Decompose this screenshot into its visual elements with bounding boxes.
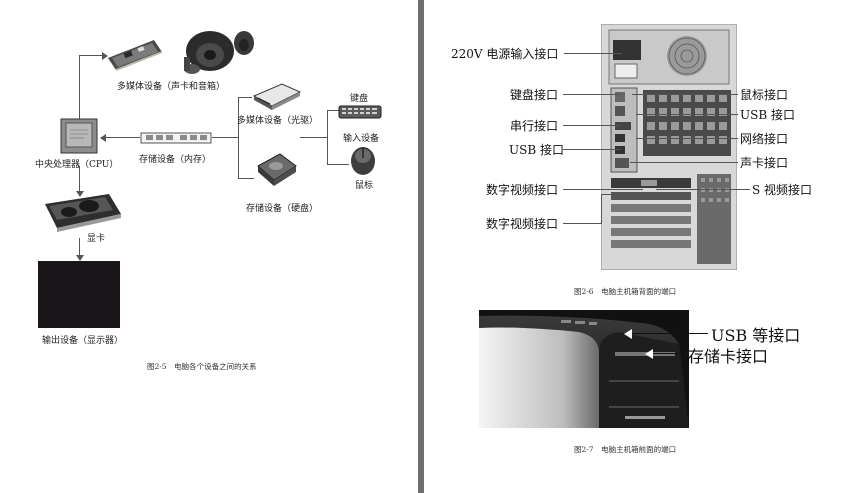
leader-digital-video-1 bbox=[563, 189, 643, 190]
arrow-head-right bbox=[102, 52, 108, 60]
label-storage-ram: 存储设备（内存） bbox=[139, 155, 212, 165]
leader-s-video bbox=[656, 189, 750, 190]
label-gpu: 显卡 bbox=[87, 234, 106, 244]
label-sound-port: 声卡接口 bbox=[740, 156, 789, 170]
leader-usb-left bbox=[563, 149, 621, 150]
connector-input-vertical bbox=[327, 110, 328, 164]
leader-network bbox=[636, 138, 738, 139]
arrow-head-left bbox=[100, 134, 106, 142]
leader-card-reader bbox=[652, 353, 686, 354]
label-usb-right: USB 接口 bbox=[740, 108, 795, 122]
connector-bracket-top bbox=[238, 97, 252, 98]
label-power-input: 220V 电源输入接口 bbox=[451, 47, 559, 61]
connector-cpu-to-gpu bbox=[79, 166, 80, 194]
label-usb-etc: USB 等接口 bbox=[711, 326, 801, 345]
speakers-image bbox=[184, 31, 254, 74]
label-digital-video-2: 数字视频接口 bbox=[486, 217, 559, 231]
label-keyboard: 键盘 bbox=[350, 94, 369, 104]
figure-caption-2-5: 图2-5 电脑各个设备之间的关系 bbox=[147, 362, 257, 371]
right-page: 220V 电源输入接口 键盘接口 串行接口 USB 接口 数字视频接口 数字视频… bbox=[424, 0, 842, 493]
leader-digital-video-2 bbox=[563, 223, 601, 224]
leader-sound bbox=[630, 162, 738, 163]
label-mouse-port: 鼠标接口 bbox=[740, 88, 789, 102]
connector-bracket-bottom bbox=[238, 178, 254, 179]
label-cpu: 中央处理器（CPU） bbox=[35, 160, 119, 170]
label-serial-port: 串行接口 bbox=[510, 119, 559, 133]
label-output-device: 输出设备（显示器） bbox=[42, 336, 124, 346]
pc-back-photo bbox=[601, 24, 737, 270]
connector-gpu-to-monitor bbox=[79, 238, 80, 258]
label-input-device: 输入设备 bbox=[343, 134, 380, 144]
left-page: 多媒体设备（声卡和音箱） 多媒体设备（光驱） 键盘 输入设备 鼠标 存储设备（内… bbox=[0, 0, 418, 493]
label-multimedia-optical: 多媒体设备（光驱） bbox=[237, 116, 319, 126]
monitor-image bbox=[38, 261, 120, 328]
figure-caption-2-6: 图2-6 电脑主机箱背面的端口 bbox=[574, 287, 677, 296]
leader-mouse bbox=[632, 94, 738, 95]
label-storage-hdd: 存储设备（硬盘） bbox=[246, 204, 319, 214]
leader-serial bbox=[563, 125, 621, 126]
arrow-head-down-1 bbox=[76, 191, 84, 197]
figure-caption-2-7: 图2-7 电脑主机箱前面的端口 bbox=[574, 445, 677, 454]
leader-digital-video-2-up bbox=[601, 194, 602, 224]
connector-cpu-up bbox=[79, 55, 80, 120]
label-keyboard-port: 键盘接口 bbox=[510, 88, 559, 102]
gpu-image bbox=[45, 194, 121, 232]
connector-bracket-to-ram bbox=[212, 137, 238, 138]
leader-keyboard bbox=[563, 94, 621, 95]
label-mouse: 鼠标 bbox=[355, 181, 374, 191]
label-network-port: 网络接口 bbox=[740, 132, 789, 146]
connector-input-bottom bbox=[327, 164, 349, 165]
arrow-usb-etc bbox=[624, 329, 632, 339]
leader-power bbox=[564, 53, 622, 54]
ram-image bbox=[140, 132, 212, 144]
mouse-image bbox=[351, 147, 375, 175]
connector-bracket-vertical bbox=[238, 97, 239, 178]
cpu-image bbox=[60, 118, 98, 154]
leader-usb-etc bbox=[630, 333, 708, 334]
label-usb-left: USB 接口 bbox=[509, 143, 564, 157]
hdd-image bbox=[257, 153, 297, 186]
connector-to-soundcard bbox=[79, 55, 105, 56]
keyboard-image bbox=[338, 105, 382, 119]
page-gutter bbox=[418, 0, 424, 493]
label-card-reader: 存储卡接口 bbox=[688, 347, 769, 366]
connector-ram-to-cpu bbox=[104, 137, 140, 138]
arrow-card-reader bbox=[645, 349, 653, 359]
optical-drive-image bbox=[252, 83, 302, 110]
label-multimedia-sound: 多媒体设备（声卡和音箱） bbox=[117, 82, 226, 92]
leader-usb-right bbox=[636, 114, 738, 115]
arrow-head-down-2 bbox=[76, 255, 84, 261]
sound-card-image bbox=[108, 40, 163, 71]
pc-front-photo bbox=[479, 310, 689, 428]
label-digital-video-1: 数字视频接口 bbox=[486, 183, 559, 197]
connector-input-top bbox=[327, 110, 339, 111]
label-s-video: S 视频接口 bbox=[752, 183, 813, 197]
connector-input-mid bbox=[300, 137, 327, 138]
leader-digital-video-2-in bbox=[601, 194, 621, 195]
